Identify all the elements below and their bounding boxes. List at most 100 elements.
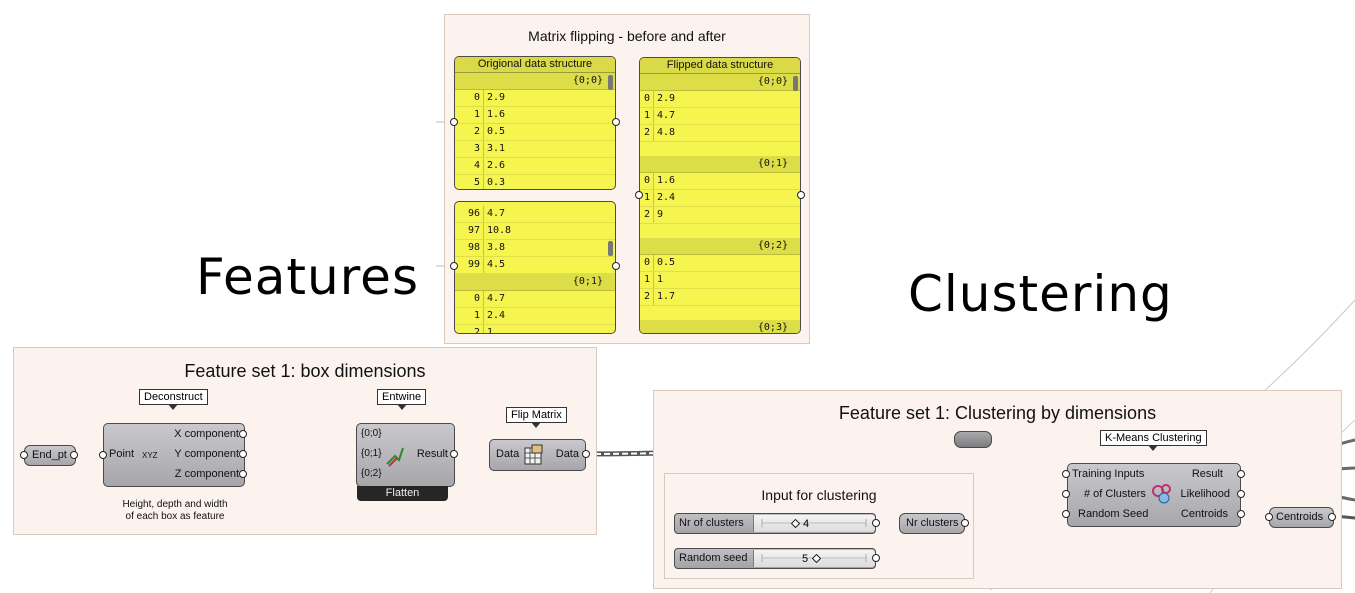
slider-output-port[interactable] [872, 554, 880, 562]
kmeans-input-port-seed[interactable] [1062, 510, 1070, 518]
panel-header: Flipped data structure [640, 58, 800, 74]
kmeans-input-training[interactable]: Training Inputs [1072, 468, 1145, 480]
kmeans-output-likelihood[interactable]: Likelihood [1180, 488, 1230, 500]
kmeans-icon [1152, 484, 1171, 504]
row-value: 2.9 [487, 92, 506, 103]
panel-output-port[interactable] [612, 262, 620, 270]
panel-scrollbar[interactable] [608, 241, 613, 256]
centroids-output-port[interactable] [1328, 513, 1336, 521]
kmeans-input-clusters[interactable]: # of Clusters [1084, 488, 1146, 500]
slider-track[interactable]: 5 [753, 550, 875, 567]
endpt-param[interactable]: End_pt [24, 445, 76, 466]
kmeans-output-port-likelihood[interactable] [1237, 490, 1245, 498]
row-value: 1 [487, 327, 494, 334]
panel-path: {0;0} [455, 73, 615, 90]
centroids-input-port[interactable] [1265, 513, 1273, 521]
nr-clusters-relay[interactable]: Nr clusters [899, 513, 965, 534]
centroids-label: Centroids [1276, 511, 1324, 523]
row-index: 0 [640, 91, 654, 107]
row-value: 1.6 [487, 109, 506, 120]
entwine-input-0[interactable]: {0;0} [361, 428, 382, 439]
entwine-input-1[interactable]: {0;1} [361, 448, 382, 459]
entwine-input-2[interactable]: {0;2} [361, 468, 382, 479]
slider-output-port[interactable] [872, 519, 880, 527]
flatten-badge[interactable]: Flatten [357, 486, 448, 501]
data-relay[interactable] [954, 431, 992, 448]
row-index: 0 [455, 291, 484, 307]
panel-output-port[interactable] [797, 191, 805, 199]
panel-input-port[interactable] [450, 118, 458, 126]
row-value: 2.9 [657, 93, 676, 104]
endpt-input-port[interactable] [20, 451, 28, 459]
kmeans-input-seed[interactable]: Random Seed [1078, 508, 1149, 520]
panel-output-port[interactable] [612, 118, 620, 126]
deconstruct-input-point[interactable]: Point [109, 448, 135, 460]
deconstruct-output-port-x[interactable] [239, 430, 247, 438]
row-index: 97 [455, 223, 484, 239]
slider-grip-icon[interactable] [791, 519, 800, 528]
flip-output-data[interactable]: Data [555, 448, 579, 460]
kmeans-input-port-clusters[interactable] [1062, 490, 1070, 498]
slider-grip-icon[interactable] [812, 554, 821, 563]
row-value: 2.4 [487, 310, 506, 321]
deconstruct-component[interactable]: Point XYZ X component Y component Z comp… [103, 423, 245, 487]
random-seed-value: 5 [802, 553, 809, 565]
deconstruct-output-port-y[interactable] [239, 450, 247, 458]
entwine-output-port[interactable] [450, 450, 458, 458]
deconstruct-output-y[interactable]: Y component [174, 448, 239, 460]
row-value: 10.8 [487, 225, 512, 236]
panel-path: {0;2} [640, 238, 800, 255]
relay-output-port[interactable] [961, 519, 969, 527]
kmeans-output-port-centroids[interactable] [1237, 510, 1245, 518]
deconstruct-input-port[interactable] [99, 451, 107, 459]
slider-track[interactable]: 4 [753, 515, 875, 532]
row-value: 3.8 [487, 242, 506, 253]
row-index: 2 [640, 125, 654, 141]
flip-matrix-component[interactable]: Data Data [489, 439, 586, 471]
panel-input-port[interactable] [450, 262, 458, 270]
flip-output-port[interactable] [582, 450, 590, 458]
deconstruct-output-z[interactable]: Z component [174, 468, 239, 480]
row-value: 1.6 [657, 175, 676, 186]
nr-clusters-slider[interactable]: Nr of clusters 4 [674, 513, 876, 534]
panel-header: Origional data structure [455, 57, 615, 73]
endpt-output-port[interactable] [70, 451, 78, 459]
panel-scrollbar[interactable] [793, 76, 798, 91]
centroids-param[interactable]: Centroids [1269, 507, 1334, 528]
entwine-output-result[interactable]: Result [416, 448, 448, 460]
row-value: 1.7 [657, 291, 676, 302]
deconstruct-output-x[interactable]: X component [174, 428, 239, 440]
cluster-group-title: Feature set 1: Clustering by dimensions [838, 403, 1157, 423]
random-seed-slider[interactable]: Random seed 5 [674, 548, 876, 569]
kmeans-tag: K-Means Clustering [1100, 430, 1207, 451]
clustering-heading: Clustering [908, 265, 1173, 323]
panel-input-port[interactable] [635, 191, 643, 199]
deconstruct-output-port-z[interactable] [239, 470, 247, 478]
entwine-component[interactable]: {0;0} {0;1} {0;2} Result [356, 423, 455, 487]
row-value: 4.7 [657, 110, 676, 121]
features-heading: Features [196, 248, 419, 306]
flip-input-data[interactable]: Data [496, 448, 520, 460]
kmeans-output-result[interactable]: Result [1191, 468, 1223, 480]
row-index: 1 [455, 308, 484, 324]
kmeans-input-port-training[interactable] [1062, 470, 1070, 478]
row-value: 1 [657, 274, 664, 285]
kmeans-component[interactable]: Training Inputs # of Clusters Random See… [1067, 463, 1241, 527]
kmeans-output-port-result[interactable] [1237, 470, 1245, 478]
panel-scrollbar[interactable] [608, 75, 613, 90]
row-value: 4.7 [487, 208, 506, 219]
row-index: 0 [640, 173, 654, 189]
kmeans-output-centroids[interactable]: Centroids [1180, 508, 1228, 520]
